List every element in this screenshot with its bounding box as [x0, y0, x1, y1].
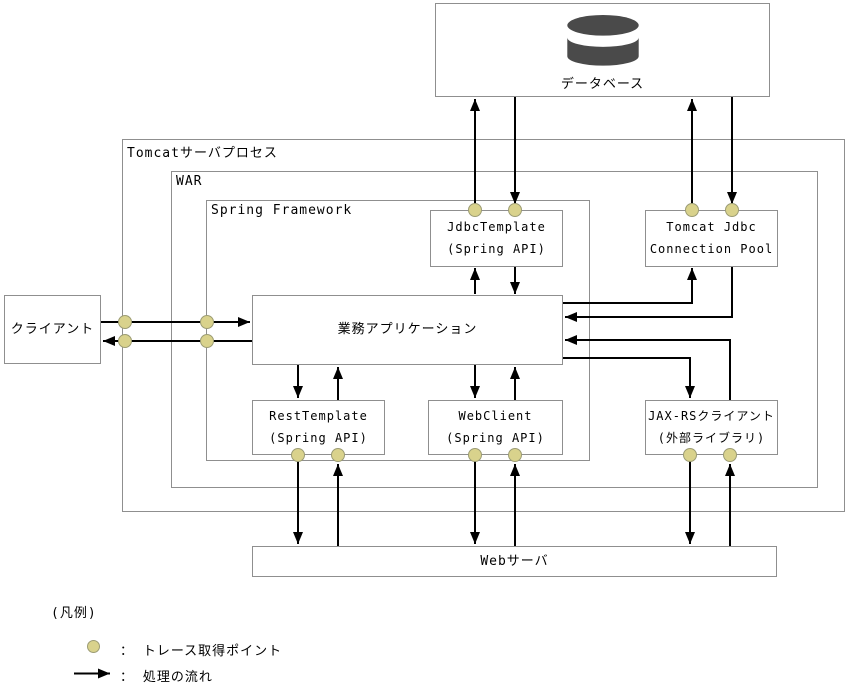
client-box: クライアント [4, 295, 101, 364]
legend-title: (凡例) [51, 606, 97, 621]
flow-arrow-icon [74, 668, 110, 679]
web-server-box: Webサーバ [252, 546, 777, 577]
web-client-label-line1: WebClient [458, 408, 533, 423]
legend-trace-point-label: ： トレース取得ポイント [120, 644, 283, 659]
tomcat-jdbc-pool-label-line1: Tomcat Jdbc [666, 219, 757, 234]
tomcat-jdbc-pool-label-line2: Connection Pool [649, 241, 774, 256]
database-label: データベース [560, 76, 645, 92]
web-server-label: Webサーバ [480, 553, 549, 569]
rest-template-label-line1: RestTemplate [269, 408, 368, 423]
tomcat-process-label: Tomcatサーバプロセス [127, 146, 278, 161]
client-label: クライアント [10, 321, 95, 337]
trace-point-legend-icon [87, 640, 100, 653]
business-app-label: 業務アプリケーション [337, 322, 478, 338]
business-app-box: 業務アプリケーション [252, 295, 563, 365]
jdbc-template-label-line1: JdbcTemplate [447, 219, 546, 234]
tomcat-jdbc-pool-box: Tomcat Jdbc Connection Pool [645, 210, 778, 267]
rest-template-label-line2: (Spring API) [269, 430, 368, 445]
jaxrs-client-label-line2: (外部ライブラリ) [657, 430, 766, 445]
jdbc-template-box: JdbcTemplate (Spring API) [430, 210, 563, 267]
web-client-label-line2: (Spring API) [446, 430, 545, 445]
jaxrs-client-label-line1: JAX-RSクライアント [648, 408, 775, 423]
rest-template-box: RestTemplate (Spring API) [252, 400, 385, 455]
jdbc-template-label-line2: (Spring API) [447, 241, 546, 256]
web-client-box: WebClient (Spring API) [428, 400, 563, 455]
database-icon [566, 14, 639, 66]
database-box: データベース [435, 3, 770, 97]
legend-flow-label: ： 処理の流れ [120, 670, 213, 685]
war-label: WAR [176, 174, 203, 189]
spring-framework-label: Spring Framework [211, 203, 353, 218]
jaxrs-client-box: JAX-RSクライアント (外部ライブラリ) [645, 400, 778, 455]
